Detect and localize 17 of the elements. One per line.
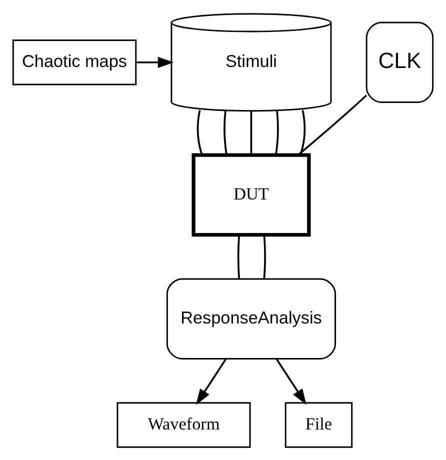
node-box: Waveform: [116, 402, 251, 448]
node-box: Chaotic maps: [12, 39, 137, 85]
connector: [298, 94, 367, 156]
node-box: File: [284, 402, 353, 448]
connector: [250, 110, 252, 154]
connector: [263, 234, 266, 278]
node-box: DUT: [192, 152, 311, 236]
node-box: CLK: [366, 21, 434, 102]
connector: [275, 110, 279, 154]
arrow: [136, 56, 174, 68]
arrow: [276, 358, 306, 404]
connector: [224, 110, 228, 154]
connector: [196, 110, 203, 154]
node-box: ResponseAnalysis: [166, 278, 336, 359]
connector: [300, 110, 306, 154]
arrow: [196, 358, 226, 404]
connector: [237, 234, 240, 278]
